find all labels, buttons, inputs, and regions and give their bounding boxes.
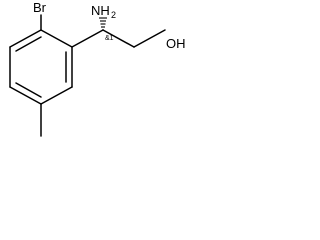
ring-double-bond-inner-2 — [15, 82, 42, 98]
benzene-ring — [9, 29, 73, 105]
ring-bond-c3-c4 — [40, 86, 73, 105]
ring-double-bond-inner-1 — [15, 36, 42, 52]
amino-label-main: NH — [91, 3, 110, 18]
ring-bond-c1-c2 — [40, 29, 73, 48]
amino-subscript: 2 — [111, 10, 116, 20]
bromine-label: Br — [33, 0, 47, 15]
stereo-label: &1 — [105, 35, 114, 42]
ring-to-chiral-bond — [71, 29, 104, 48]
ring-bond-c4-c5 — [9, 86, 42, 105]
chiral-to-ch2-bond — [102, 29, 135, 48]
ch2-to-oh-bond — [133, 29, 166, 48]
ring-bond-c6-c1 — [9, 29, 42, 48]
structure-diagram: Br NH 2 &1 OH — [9, 0, 186, 137]
amino-label: NH — [91, 3, 110, 18]
hydroxyl-label: OH — [166, 36, 186, 51]
hashed-wedge-bond — [99, 17, 107, 31]
